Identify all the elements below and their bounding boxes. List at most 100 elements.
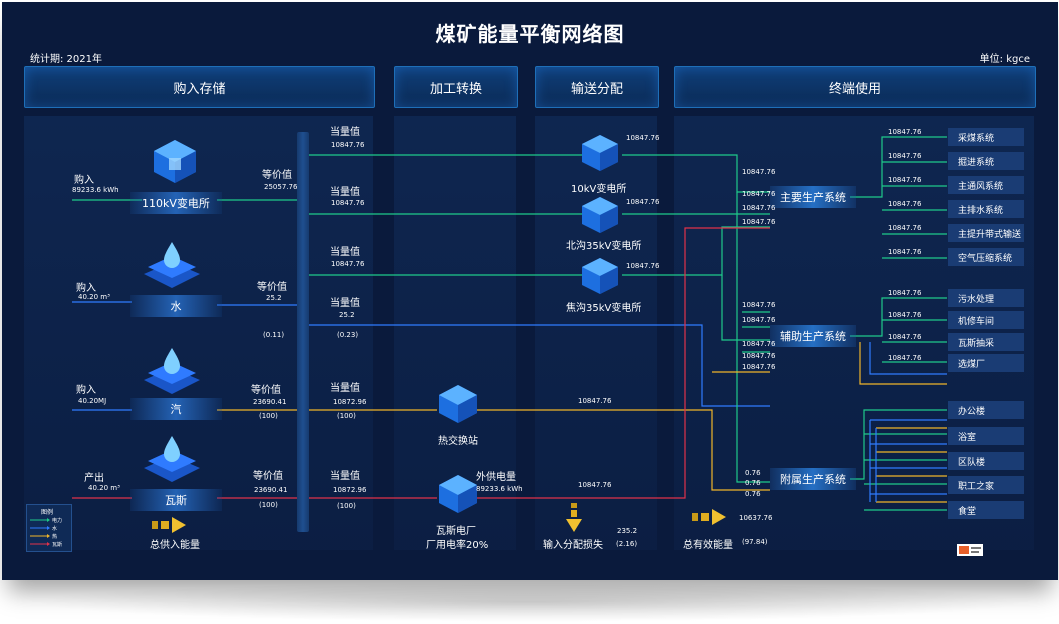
dl-sub-3: (0.23) [337,331,359,339]
terminal-jixiu: 机修车间 [948,311,1024,329]
dl-label-1: 当量值 [330,187,360,198]
equiv-sub-water: (0.11) [263,331,285,339]
main-terminal-value-1: 10847.76 [888,152,922,160]
effective-arrow-icon [692,509,726,525]
main-terminal-value-3: 10847.76 [888,200,922,208]
substation-name-10kv: 10kV变电所 [571,184,627,195]
header-terminal-use: 终端使用 [674,66,1036,108]
legend-swatches [30,518,50,546]
terminal-xuanmei: 选煤厂 [948,354,1024,372]
main-terminal-value-2: 10847.76 [888,176,922,184]
dl-sub-4: (100) [337,412,356,420]
system-affiliated: 附属生产系统 [770,468,856,490]
aux-terminal-value-1: 10847.76 [888,311,922,319]
screen-shadow [30,582,1030,622]
supply-label: 总供入能量 [150,540,200,551]
column-purchase [24,116,373,550]
terminal-bangonglou: 办公楼 [948,401,1024,419]
substation-10kv-icon [582,135,618,171]
gas-plant-name: 瓦斯电厂 [436,526,476,537]
dl-label-0: 当量值 [330,127,360,138]
gas-plant-ext-label: 外供电量 [476,472,516,483]
substation-name-beigou: 北沟35kV变电所 [566,241,642,252]
substation-name-jiaogou: 焦沟35kV变电所 [566,303,642,314]
main-terminal-value-5: 10847.76 [888,248,922,256]
terminal-juejin: 掘进系统 [948,152,1024,170]
equiv-value-power: 25057.76 [264,183,298,191]
effective-value: 10637.76 [739,514,773,522]
aux-flow-label-4: 10847.76 [742,363,776,371]
terminal-kongya: 空气压缩系统 [948,248,1024,266]
legend-heat: 热 [52,534,58,540]
effective-pct: (97.84) [742,538,768,546]
legend-title: 图例 [41,509,54,516]
heat-exchange-value: 10847.76 [578,397,612,405]
system-main: 主要生产系统 [770,186,856,208]
gas-plant-rate: 厂用电率20% [426,540,489,551]
main-terminal-value-0: 10847.76 [888,128,922,136]
main-flow-label-0: 10847.76 [742,168,776,176]
terminal-shitang: 食堂 [948,501,1024,519]
substation-value-jiaogou: 10847.76 [626,262,660,270]
main-flow-label-2: 10847.76 [742,204,776,212]
dl-value-1: 10847.76 [331,199,365,207]
gas-plant-value: 10847.76 [578,481,612,489]
aux-flow-label-2: 10847.76 [742,340,776,348]
header-purchase-storage: 购入存储 [24,66,375,108]
system-aux: 辅助生产系统 [770,325,856,347]
terminal-caimei: 采煤系统 [948,128,1024,146]
steam-drop-icon [144,348,200,394]
legend-water: 水 [52,526,58,532]
substation-cube-icon [154,140,196,183]
dl-label-5: 当量值 [330,471,360,482]
dl-sub-5: (100) [337,502,356,510]
stat-period: 统计期: 2021年 [30,54,102,65]
aux-terminal-value-0: 10847.76 [888,289,922,297]
loss-arrow-icon [566,503,582,532]
equiv-label-power: 等价值 [262,170,292,181]
source-amount-steam: 40.20MJ [78,397,107,405]
loss-value: 235.2 [617,527,638,535]
source-name-steam: 汽 [130,398,222,420]
main-terminal-value-4: 10847.76 [888,224,922,232]
water-drop-icon [144,242,200,288]
terminal-zhigong: 职工之家 [948,476,1024,494]
fs-flow-label-0: 0.76 [745,469,761,477]
dl-label-2: 当量值 [330,247,360,258]
header-processing: 加工转换 [394,66,518,108]
substation-value-beigou: 10847.76 [626,198,660,206]
equiv-label-steam: 等价值 [251,385,281,396]
terminal-tisheng: 主提升带式输送 [948,224,1024,242]
dl-label-4: 当量值 [330,383,360,394]
terminal-wasi: 瓦斯抽采 [948,333,1024,351]
source-amount-power: 89233.6 kWh [72,186,119,194]
header-distribution: 输送分配 [535,66,659,108]
fs-flow-label-2: 0.76 [745,490,761,498]
main-flow-label-1: 10847.76 [742,190,776,198]
collector-bar [297,132,309,532]
substation-beigou-icon [582,197,618,233]
page-title: 煤矿能量平衡网络图 [435,22,625,46]
unit-label: 单位: kgce [979,54,1030,65]
source-amount-water: 40.20 m³ [78,293,110,301]
aux-terminal-value-3: 10847.76 [888,354,922,362]
gas-plant-icon [439,475,477,513]
dl-value-5: 10872.96 [333,486,367,494]
terminal-yushi: 浴室 [948,427,1024,445]
heat-exchange-name: 热交换站 [438,436,478,447]
source-amount-gas: 40.20 m³ [88,484,120,492]
gas-plant-ext-value: 89233.6 kWh [476,485,523,493]
source-action-water: 购入 [76,283,96,294]
equiv-sub-gas: (100) [259,501,278,509]
heat-exchange-icon [439,385,477,423]
loss-pct: (2.16) [616,540,638,548]
equiv-value-water: 25.2 [266,294,282,302]
supply-arrow-icon [152,517,186,533]
dl-value-0: 10847.76 [331,141,365,149]
source-action-gas: 产出 [84,473,104,484]
dl-value-3: 25.2 [339,311,355,319]
column-distribution [535,116,657,550]
source-action-steam: 购入 [76,385,96,396]
equiv-label-gas: 等价值 [253,471,283,482]
effective-label: 总有效能量 [683,540,733,551]
